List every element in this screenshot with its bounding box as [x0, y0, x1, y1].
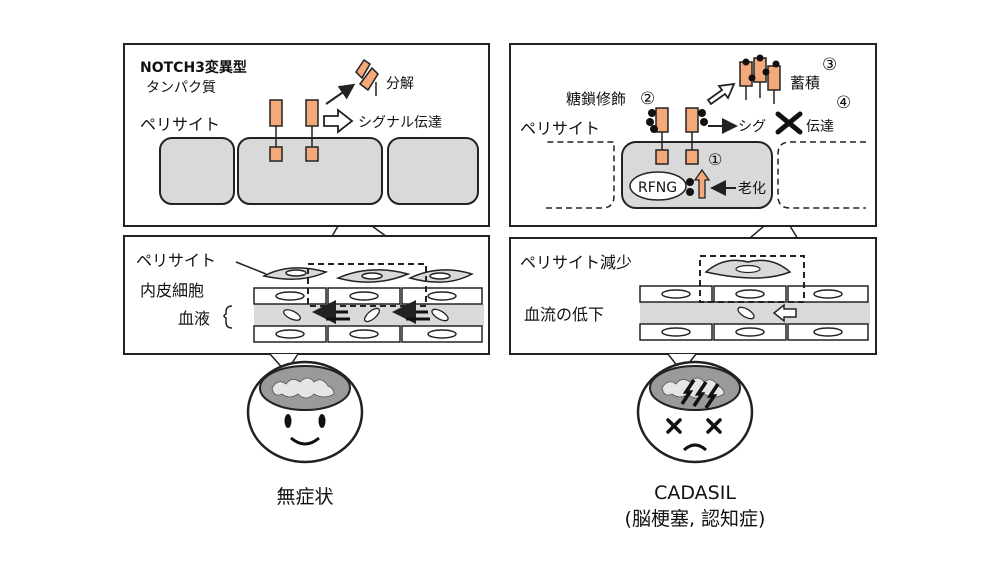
arrow-to-breakdown — [325, 83, 356, 105]
pericyte-loss-label: ペリサイト減少 — [520, 253, 632, 272]
aging-label: 老化 — [738, 181, 766, 197]
increase-arrow-icon — [693, 168, 711, 199]
rfng-label: RFNG — [638, 180, 677, 196]
num-3: ③ — [822, 55, 837, 75]
left-top-panel: NOTCH3変異型 タンパク質 分解 ペリサイト シグナル伝達 — [123, 43, 490, 227]
endothelial-row-bottom — [253, 325, 483, 343]
damage-zigzag-icon — [680, 379, 720, 409]
endothelial-row-bottom — [639, 323, 869, 341]
smile-icon — [290, 436, 320, 446]
accumulation-label: 蓄積 — [790, 74, 820, 92]
right-caption-1: CADASIL — [654, 482, 736, 504]
dead-cell-outline — [546, 141, 615, 209]
frown-icon — [682, 443, 708, 452]
pericyte-shapes — [261, 267, 474, 283]
breakdown-label: 分解 — [386, 76, 414, 92]
hollow-arrow — [323, 108, 354, 134]
blood-cells — [737, 306, 755, 320]
notch3-protein — [305, 99, 319, 162]
blood-lumen — [640, 302, 870, 324]
dead-cell-outline — [777, 141, 866, 209]
flow-arrows — [312, 300, 430, 324]
right-bottom-panel: ペリサイト減少 血流の低下 — [509, 237, 877, 355]
signal-label: シグナル伝達 — [358, 115, 442, 131]
glycosylated-protein — [685, 107, 708, 165]
glyco-label: 糖鎖修飾 — [566, 90, 626, 108]
weak-flow-arrow — [772, 303, 797, 323]
signal-suffix: 伝達 — [806, 119, 834, 135]
right-caption-2: (脳梗塞, 認知症) — [624, 508, 766, 530]
protein-label-1: NOTCH3変異型 — [140, 59, 247, 76]
rfng-ellipse — [629, 171, 687, 201]
left-caption: 無症状 — [276, 486, 334, 508]
num-1: ① — [708, 150, 722, 169]
blood-label: 血液 — [178, 309, 210, 328]
eye-icon — [284, 414, 292, 428]
num-4: ④ — [836, 93, 851, 113]
notch3-protein — [269, 99, 283, 162]
degraded-fragment — [355, 58, 379, 96]
pericyte-cell — [159, 137, 235, 205]
pericyte-label-top-right: ペリサイト — [520, 119, 600, 138]
zoom-box — [699, 255, 805, 303]
left-bottom-panel: ペリサイト 内皮細胞 血液 — [123, 235, 490, 355]
x-eye-icon — [666, 418, 722, 434]
hollow-arrow — [706, 82, 736, 106]
accumulated-proteins — [739, 54, 781, 104]
glycosylated-protein — [646, 107, 669, 165]
pericyte-cell — [387, 137, 479, 205]
healthy-brain-face — [246, 360, 364, 464]
endothelial-row-top — [639, 285, 869, 303]
protein-label-2: タンパク質 — [146, 80, 216, 96]
sick-brain-face — [636, 360, 754, 464]
endothelial-row-top — [253, 287, 483, 305]
pericyte-label-top: ペリサイト — [140, 115, 220, 134]
blood-brace — [223, 305, 233, 329]
blood-cells — [283, 307, 449, 323]
signal-prefix: シグ — [738, 119, 766, 135]
blocked-x-icon — [775, 111, 803, 135]
num-2: ② — [640, 89, 655, 109]
label-pointer — [235, 261, 267, 275]
pericyte-label-mid: ペリサイト — [136, 251, 216, 270]
eye-icon — [318, 414, 326, 428]
right-top-panel: 糖鎖修飾 ② ③ 蓄積 ④ ペリサイト シグ 伝達 ① RFNG 老化 — [509, 43, 877, 227]
endothelial-label: 内皮細胞 — [140, 281, 204, 300]
blood-flow-label: 血流の低下 — [524, 305, 604, 324]
